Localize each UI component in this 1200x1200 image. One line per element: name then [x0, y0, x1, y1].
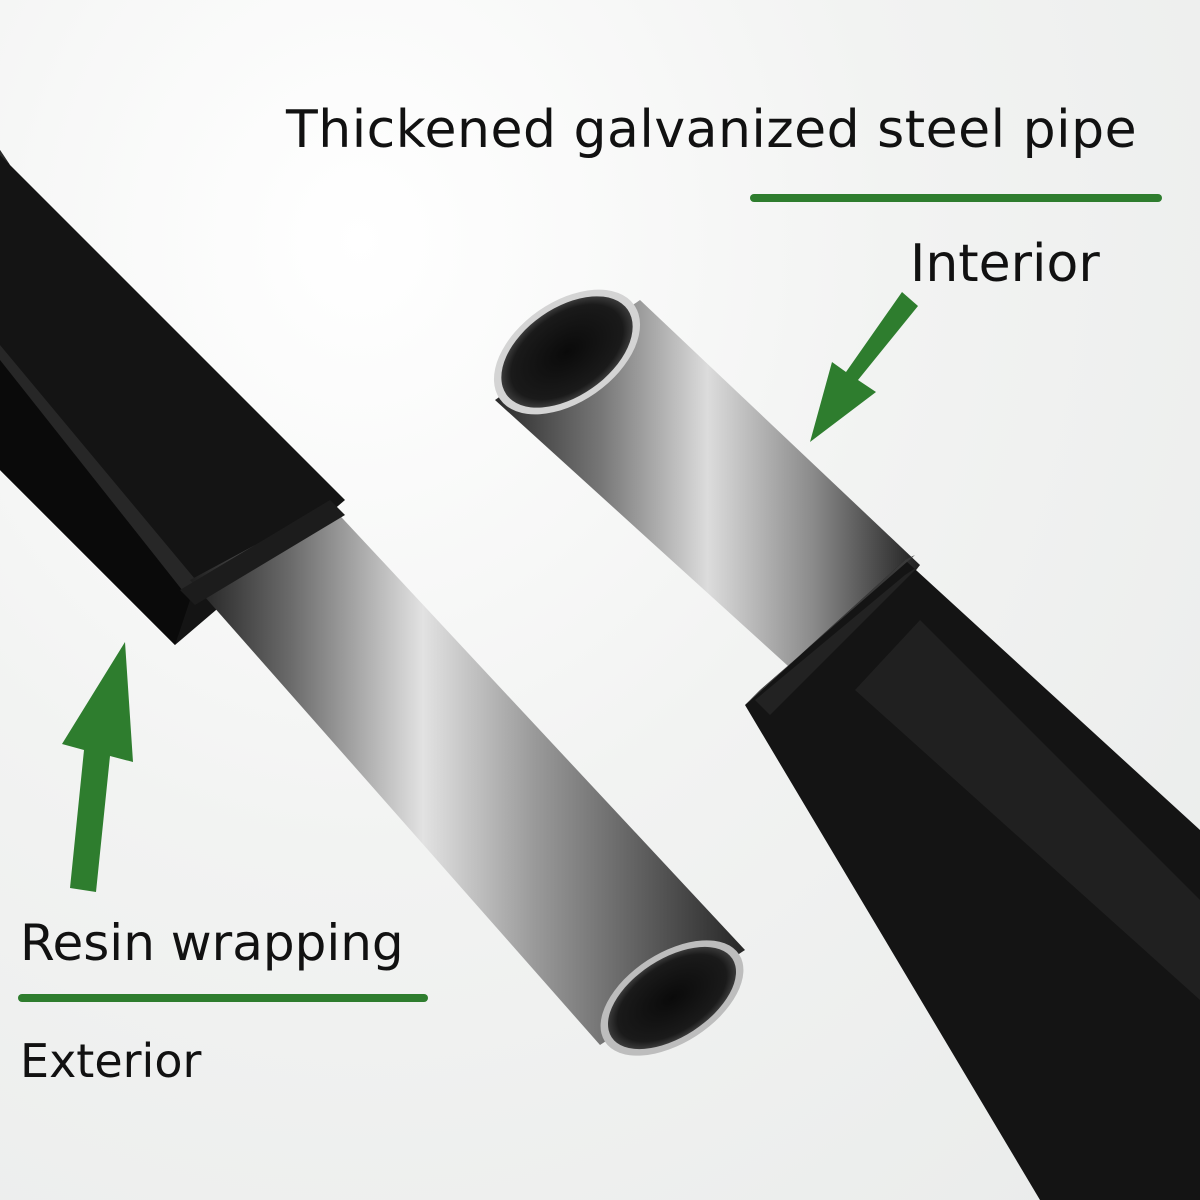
right-steel-pipe — [493, 289, 920, 695]
left-steel-pipe — [180, 500, 745, 1056]
arrow-down-left-icon — [810, 292, 918, 442]
interior-label: Interior — [910, 234, 1100, 294]
left-resin-tube — [0, 150, 345, 645]
resin-wrapping-label: Resin wrapping — [20, 914, 404, 972]
resin-underline — [18, 994, 428, 1002]
top-title-underline — [750, 194, 1162, 202]
arrow-up-icon — [62, 642, 133, 892]
exterior-label: Exterior — [20, 1034, 202, 1088]
pipe-title-label: Thickened galvanized steel pipe — [286, 100, 1138, 160]
right-resin-tube — [745, 555, 1200, 1200]
